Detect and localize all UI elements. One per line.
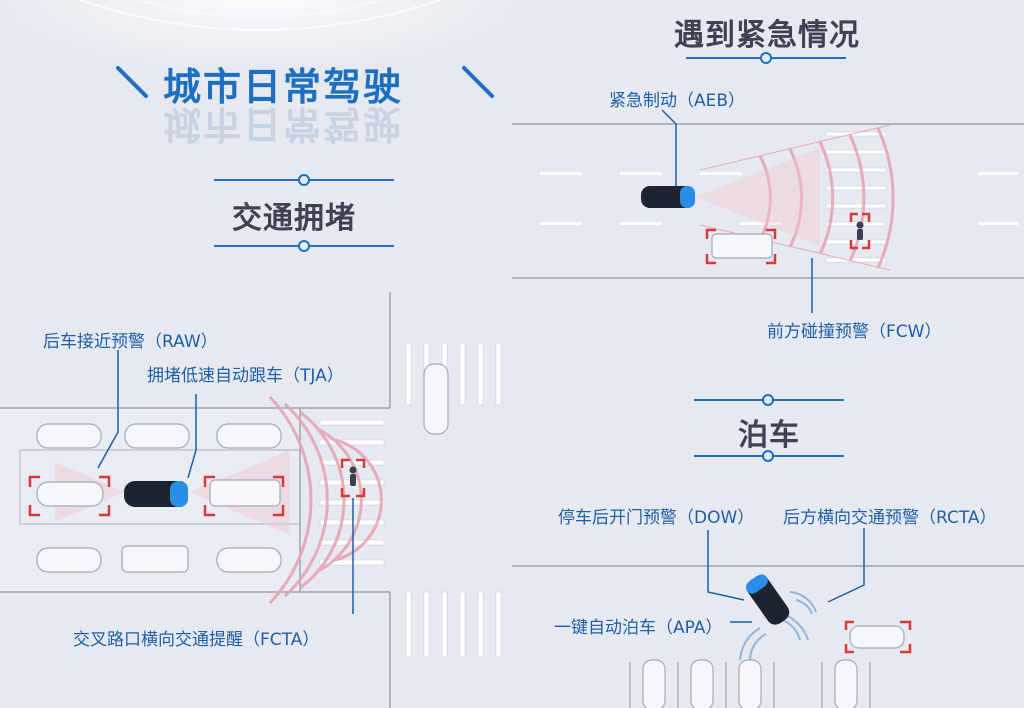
section-title-emergency: 遇到紧急情况 — [674, 18, 860, 53]
crosswalk-bottom — [405, 591, 502, 658]
pedestrian-emergency — [856, 221, 864, 240]
fcta-radar-fan — [268, 395, 383, 605]
callout-lines-left — [97, 350, 354, 614]
label-fcta: 交叉路口横向交通提醒（FCTA） — [73, 630, 320, 650]
callout-lines-parking — [707, 528, 865, 623]
section-title-parking: 泊车 — [738, 418, 800, 453]
emergency-road-scene — [512, 123, 1024, 279]
van-emergency — [711, 233, 773, 259]
section-divider-parking — [694, 394, 844, 462]
label-dow: 停车后开门预警（DOW） — [558, 508, 755, 528]
callout-lines-emergency — [661, 109, 813, 313]
ego-car-parking — [745, 574, 790, 625]
section-divider-jam — [214, 174, 394, 252]
main-title-reflection: 城市日常驾驶 — [163, 102, 404, 146]
label-apa: 一键自动泊车（APA） — [554, 618, 723, 638]
ego-car-aeb — [641, 186, 695, 208]
parking-road-scene — [512, 565, 1024, 708]
label-tja: 拥堵低速自动跟车（TJA） — [147, 366, 344, 386]
parked-cars-left — [36, 363, 449, 573]
label-raw: 后车接近预警（RAW） — [43, 332, 218, 352]
label-aeb: 紧急制动（AEB） — [609, 91, 746, 111]
parked-cars-parking — [642, 625, 905, 708]
pedestrian-left — [349, 466, 357, 486]
section-title-traffic-jam: 交通拥堵 — [232, 201, 356, 236]
alert-brackets-emergency — [705, 212, 871, 265]
alert-brackets-left — [28, 458, 366, 517]
section-divider-emergency — [686, 52, 846, 64]
alert-brackets-parking — [844, 620, 912, 654]
aeb-radar-fan — [699, 124, 895, 271]
main-title: 城市日常驾驶 — [163, 65, 404, 109]
label-rcta: 后方横向交通预警（RCTA） — [783, 508, 997, 528]
ego-car-tja — [124, 481, 188, 507]
aeb-radar-beam — [695, 148, 820, 246]
label-fcw: 前方碰撞预警（FCW） — [767, 322, 942, 342]
main-title-slashes — [116, 66, 494, 98]
